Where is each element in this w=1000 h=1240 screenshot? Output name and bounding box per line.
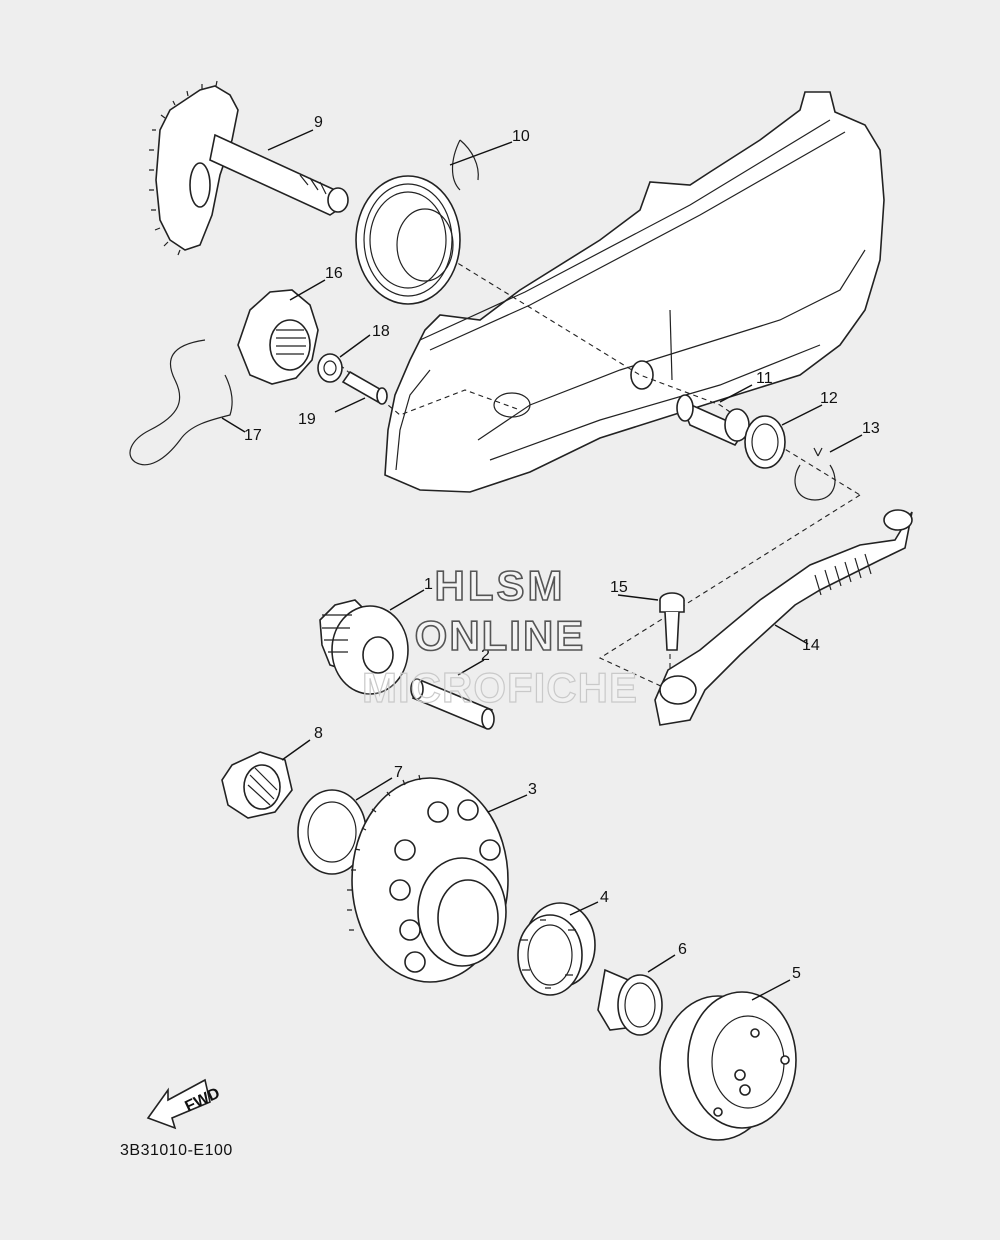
label-1: 1 [424,576,433,593]
watermark-line-3: MICROFICHE [361,663,638,711]
part-8-nut [221,751,293,819]
part-5-clutch-housing [659,991,797,1141]
watermark-line-1: HLSM [434,561,566,610]
label-8: 8 [314,725,323,742]
label-15: 15 [610,579,628,596]
label-14: 14 [802,637,820,654]
part-16-kick-gear [237,289,319,385]
part-12-plain-washer [744,415,786,469]
leader-lines [221,129,863,1001]
part-13-circlip [794,447,836,501]
part-4-needle-bearing [517,902,596,996]
part-19-collar [341,370,388,405]
label-19: 19 [298,411,316,428]
label-9: 9 [314,114,323,131]
label-2: 2 [481,647,490,664]
fwd-arrow-icon: FWD [146,1078,223,1130]
label-6: 6 [678,941,687,958]
label-5: 5 [792,965,801,982]
part-15-bolt [659,592,685,651]
part-2-shaft [410,678,495,730]
label-10: 10 [512,128,530,145]
part-9-kick-axle [149,80,349,256]
part-17-clip [129,339,233,466]
label-12: 12 [820,390,838,407]
label-13: 13 [862,420,880,437]
reference-code: 3B31010-E100 [120,1142,233,1159]
watermark-line-2: ONLINE [414,611,586,660]
label-7: 7 [394,764,403,781]
part-10-torsion-spring [355,139,479,305]
part-labels: 9 10 16 18 19 17 11 12 13 15 14 1 2 8 7 … [244,114,880,982]
label-18: 18 [372,323,390,340]
label-16: 16 [325,265,343,282]
part-11-bushing [676,394,750,447]
crankcase-cover [384,91,885,493]
label-3: 3 [528,781,537,798]
label-17: 17 [244,427,262,444]
label-4: 4 [600,889,609,906]
part-18-washer [317,353,343,383]
part-3-starter-driven-gear [347,774,509,983]
label-11: 11 [756,370,773,387]
part-1-primary-kick-gear [319,599,409,695]
part-6-collar [597,968,663,1036]
part-14-kick-crank [654,509,913,726]
